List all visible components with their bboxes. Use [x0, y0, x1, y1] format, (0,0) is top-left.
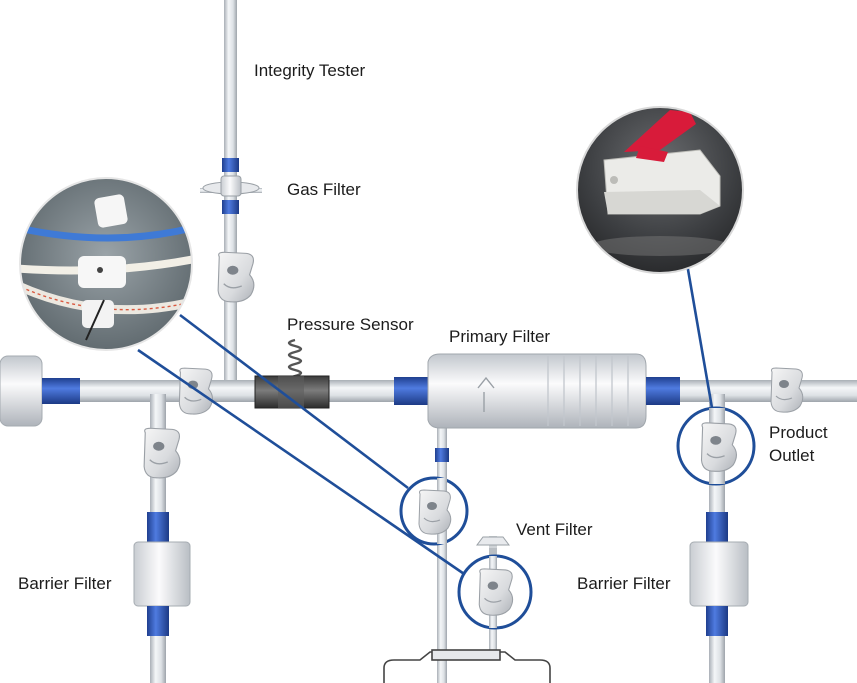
collection-bag	[383, 649, 551, 683]
callout-circle-product-outlet	[676, 406, 756, 486]
clamp-photo-inset	[19, 177, 193, 351]
integrity-tester-label: Integrity Tester	[254, 61, 366, 80]
clamp-icon	[700, 422, 738, 473]
vent-line-connector	[435, 448, 449, 462]
callout-circle-vent-upper	[399, 476, 469, 546]
red-clamp-photo-inset	[576, 106, 744, 274]
vent-filter	[476, 536, 510, 558]
gas-filter-label: Gas Filter	[287, 180, 361, 199]
pressure-sensor	[254, 338, 330, 409]
left-end-fitting	[0, 355, 80, 427]
primary-filter	[394, 353, 680, 429]
left-barrier-filter	[133, 427, 191, 636]
clamp-icon	[418, 489, 452, 535]
callout-circle-vent-lower	[457, 554, 533, 630]
pressure-sensor-label: Pressure Sensor	[287, 315, 414, 334]
clamp-icon	[478, 568, 514, 616]
barrier-filter-right-label: Barrier Filter	[577, 574, 671, 593]
product-outlet-label-line1: Product	[769, 423, 828, 442]
right-barrier-filter	[689, 512, 749, 636]
primary-filter-label: Primary Filter	[449, 327, 551, 346]
clamp-icon	[143, 427, 181, 479]
vent-filter-label: Vent Filter	[516, 520, 593, 539]
callout-lines	[137, 257, 714, 580]
barrier-filter-left-label: Barrier Filter	[18, 574, 112, 593]
clamp-icon	[770, 367, 804, 413]
clamp-icon	[217, 251, 255, 303]
product-outlet-label-line2: Outlet	[769, 446, 815, 465]
gas-filter	[200, 158, 262, 214]
